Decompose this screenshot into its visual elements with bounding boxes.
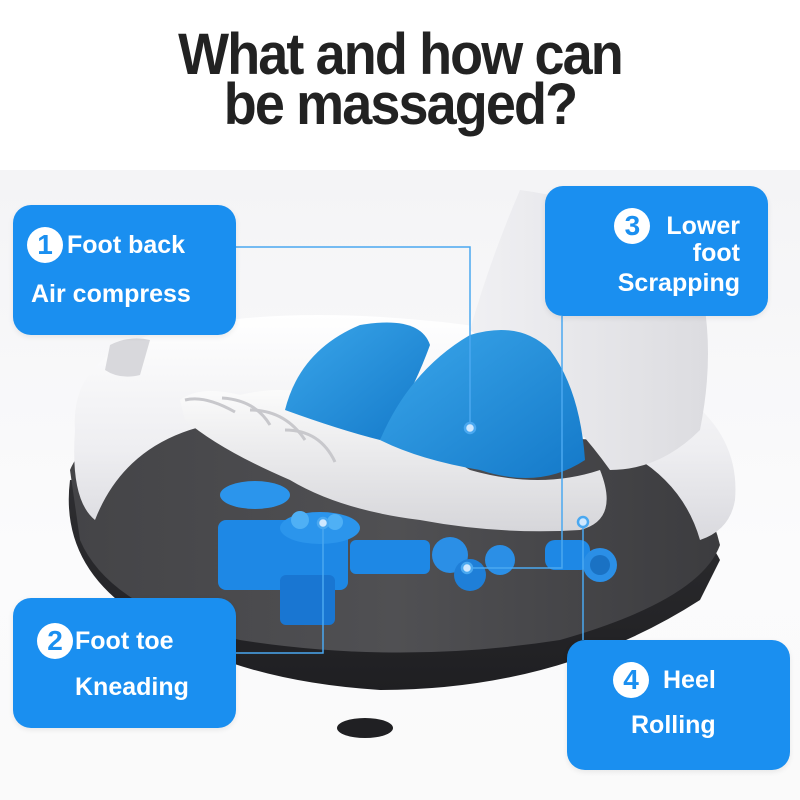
connector-lines (236, 246, 584, 654)
title-line-2: be massaged? (223, 72, 578, 137)
number-badge-2: 2 (37, 623, 73, 659)
callout-4-title: Heel (663, 666, 716, 694)
callout-3-subtitle: Scrapping (617, 269, 740, 297)
connector-dots (316, 421, 590, 575)
hotspot-foot-toe (316, 516, 330, 530)
callout-1-subtitle: Air compress (31, 280, 191, 308)
callout-4-row-1: 4 Heel (613, 662, 716, 698)
hotspot-foot-back (463, 421, 477, 435)
title-line-1: What and how can (178, 22, 624, 87)
callout-2-subtitle: Kneading (75, 673, 189, 701)
air-pads (285, 322, 585, 478)
number-badge-4: 4 (613, 662, 649, 698)
hotspot-heel (576, 515, 590, 529)
callout-2-title: Foot toe (75, 627, 174, 655)
callout-lower-foot: 3 Lower foot Scrapping (545, 186, 768, 316)
number-badge-3: 3 (614, 208, 651, 244)
foot-model (180, 390, 607, 532)
callout-3-line-2: foot (692, 239, 740, 267)
hotspot-lower-foot (460, 561, 474, 575)
callout-heel: 4 Heel Rolling (567, 640, 790, 770)
page-title: What and how can be massaged? (28, 22, 772, 137)
callout-3-title: Lower (666, 212, 740, 240)
callout-4-subtitle: Rolling (631, 711, 716, 739)
callout-3-row-1: 3 Lower (614, 208, 740, 244)
number-badge-1: 1 (27, 227, 63, 263)
callout-1-title: Foot back (67, 231, 186, 259)
